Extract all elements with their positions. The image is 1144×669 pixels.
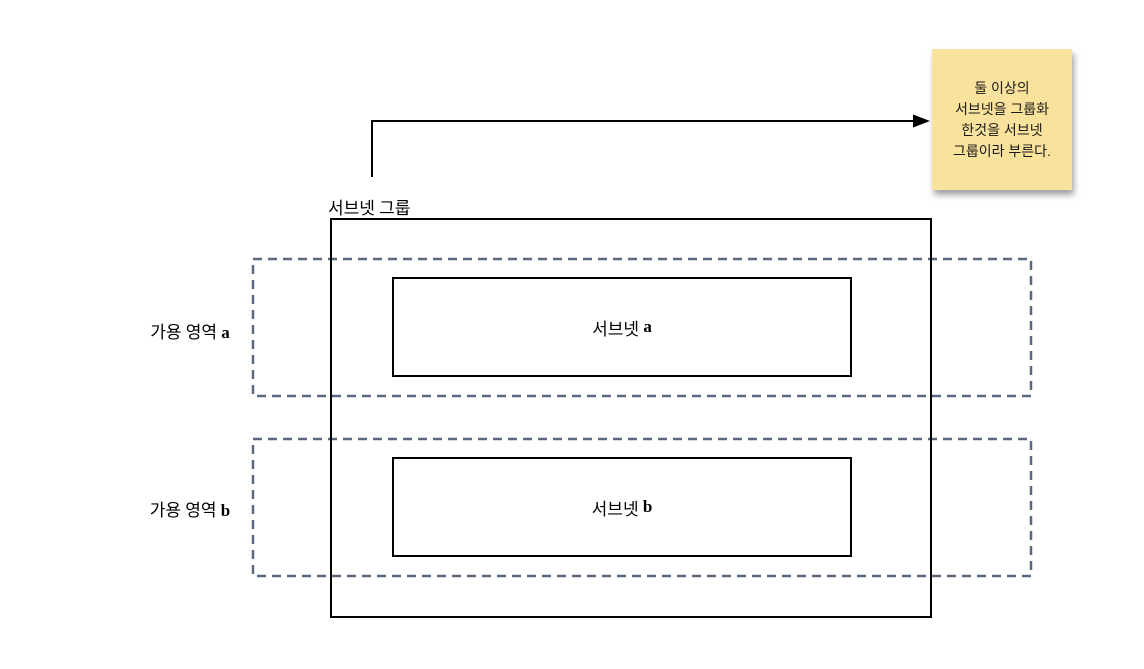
availability-zone-b-dashed-box — [251, 437, 1033, 578]
zone-b-id: b — [220, 501, 231, 520]
subnet-group-box — [330, 218, 932, 618]
subnet-b-box: 서브넷 b — [392, 457, 852, 557]
subnet-group-title: 서브넷 그룹 — [328, 199, 411, 218]
subnet-a-box: 서브넷 a — [392, 277, 852, 377]
connector-line — [371, 120, 914, 177]
zone-a-label-text: 가용 영역 — [150, 323, 218, 342]
subnet-b-label: 서브넷 — [591, 499, 639, 519]
sticky-note: 둘 이상의 서브넷을 그룹화 한것을 서브넷 그룹이라 부른다. — [932, 49, 1072, 190]
subnet-a-id: a — [643, 317, 652, 336]
sticky-note-text: 둘 이상의 서브넷을 그룹화 한것을 서브넷 그룹이라 부른다. — [953, 79, 1051, 159]
availability-zone-a-dashed-box — [251, 257, 1033, 398]
zone-a-label: 가용 영역 a — [140, 318, 240, 343]
subnet-b-id: b — [642, 497, 653, 516]
zone-b-label-text: 가용 영역 — [149, 501, 217, 520]
zone-b-label: 가용 영역 b — [140, 496, 240, 521]
subnet-a-label: 서브넷 — [592, 319, 640, 339]
zone-a-id: a — [221, 323, 230, 342]
arrowhead-icon — [913, 114, 930, 128]
